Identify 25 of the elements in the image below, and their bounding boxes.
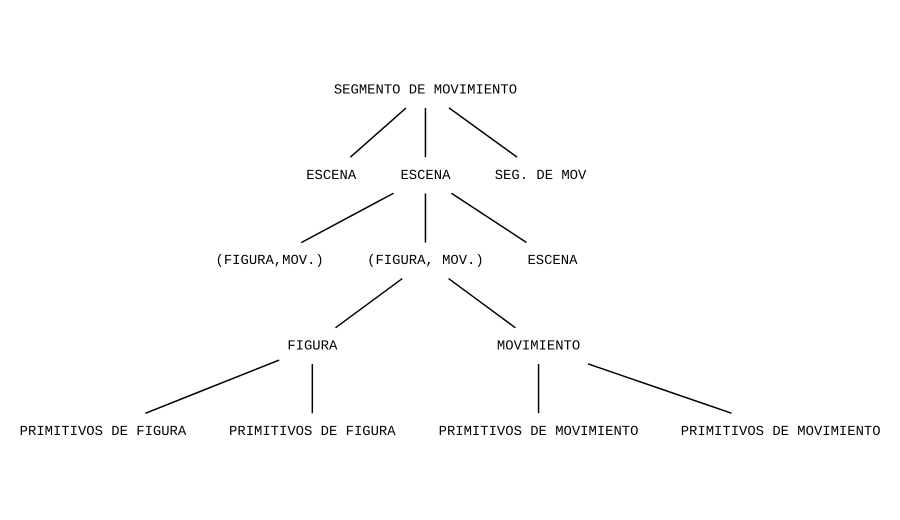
node-text: MOVIMIENTO: [496, 338, 580, 354]
node-text: SEG. DE MOV: [494, 167, 586, 184]
connector: [538, 364, 540, 413]
connector: [448, 277, 516, 328]
node-text: ESCENA: [306, 167, 356, 184]
node-text: (FIGURA,MOV.): [216, 252, 324, 269]
node-text: PRIMITIVOS DE MOVIMIENTO: [438, 423, 638, 440]
node-text: ESCENA: [527, 252, 578, 269]
connector: [424, 192, 426, 242]
connector: [350, 107, 406, 158]
node-text: PRIMITIVOS DE FIGURA: [229, 423, 396, 440]
node-text: PRIMITIVOS DE MOVIMIENTO: [680, 423, 881, 440]
connector: [424, 108, 426, 157]
connector: [300, 192, 394, 243]
node-text: ESCENA: [400, 167, 450, 184]
connector: [451, 192, 527, 243]
connector: [448, 106, 518, 158]
connector: [588, 362, 732, 414]
node-text: (FIGURA, MOV.): [367, 252, 484, 269]
connector: [335, 277, 403, 328]
connector: [145, 358, 280, 414]
node-text: PRIMITIVOS DE FIGURA: [20, 423, 186, 440]
node-text: SEGMENTO DE MOVIMIENTO: [334, 82, 518, 98]
node-text: FIGURA: [287, 338, 338, 354]
connector: [312, 364, 314, 413]
